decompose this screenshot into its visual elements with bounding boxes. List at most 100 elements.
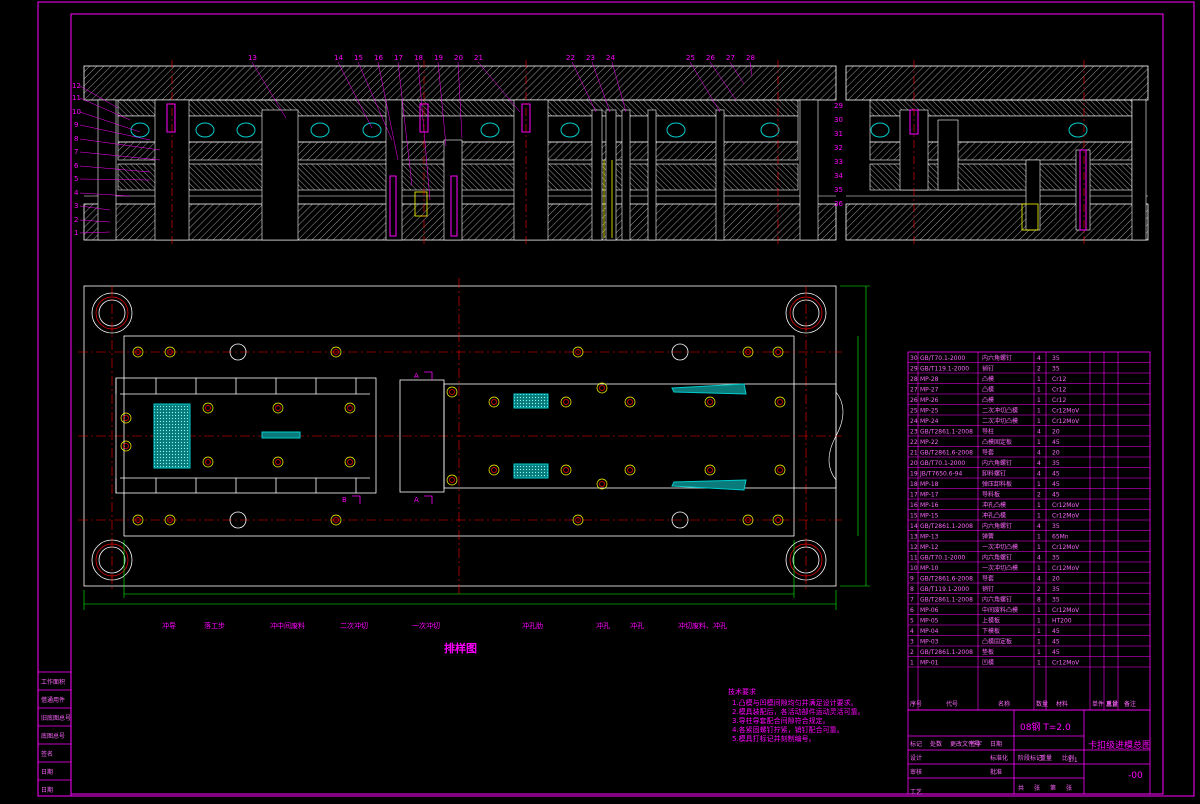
sign-role-cell: 标准化 <box>990 754 1008 762</box>
station-label-7: 冲孔 <box>596 621 610 630</box>
bom-cell-qty: 4 <box>1037 429 1041 436</box>
bom-cell-no: 20 <box>910 460 918 467</box>
strip-layout-title: 排样图 <box>444 641 477 655</box>
side-label-4: 底图总号 <box>41 732 65 740</box>
tech-note-5: 5.模具打标记并刻制编号。 <box>732 734 816 743</box>
bom-header-cell: 数量 <box>1036 700 1048 708</box>
bom-cell-no: 21 <box>910 450 918 457</box>
dowel-hole <box>671 511 689 529</box>
station-label-1: 冲导 <box>162 621 176 630</box>
bom-cell-no: 15 <box>910 513 918 520</box>
svg-text:3: 3 <box>74 202 78 210</box>
bom-cell-code: GB/T2861.1-2008 <box>920 429 973 436</box>
screw-hole <box>572 346 584 358</box>
svg-text:13: 13 <box>248 54 257 62</box>
bom-cell-material: 35 <box>1052 355 1060 362</box>
screw-hole <box>742 514 754 526</box>
bom-cell-no: 6 <box>910 607 914 614</box>
sign-role-cell: 批准 <box>990 768 1002 776</box>
tech-note-2: 2.模具装配后，各活动部件运动灵活可靠。 <box>732 707 865 716</box>
screw-hole <box>330 346 342 358</box>
bom-cell-material: 20 <box>1052 450 1060 457</box>
dowel-hole <box>229 511 247 529</box>
drawing-number: -00 <box>1128 771 1143 781</box>
side-label-6: 日期 <box>41 768 53 776</box>
side-label-7: 日期 <box>41 786 53 794</box>
svg-text:14: 14 <box>334 54 343 62</box>
svg-text:7: 7 <box>74 148 78 156</box>
bom-cell-qty: 2 <box>1037 492 1041 499</box>
svg-text:22: 22 <box>566 54 575 62</box>
svg-text:9: 9 <box>74 121 78 129</box>
bom-cell-qty: 1 <box>1037 502 1041 509</box>
bom-cell-no: 17 <box>910 492 918 499</box>
bom-cell-no: 25 <box>910 408 918 415</box>
bom-cell-qty: 1 <box>1037 534 1041 541</box>
side-label-2: 借通用件 <box>41 696 65 704</box>
bom-cell-no: 22 <box>910 439 918 446</box>
bom-cell-no: 29 <box>910 366 918 373</box>
screw-hole <box>774 464 786 476</box>
station-label-9: 冲切废料、冲孔 <box>678 621 727 630</box>
station-label-8: 冲孔 <box>630 621 644 630</box>
bom-cell-qty: 2 <box>1037 586 1041 593</box>
bom-header-cell: 重量 <box>1106 700 1118 708</box>
bom-cell-code: MP-13 <box>920 534 939 541</box>
bom-cell-no: 18 <box>910 481 918 488</box>
screw-hole <box>624 396 636 408</box>
bom-cell-material: 45 <box>1052 628 1060 635</box>
sheet-cell: 共 <box>1018 784 1024 792</box>
bom-cell-material: 35 <box>1052 586 1060 593</box>
bom-cell-qty: 1 <box>1037 618 1041 625</box>
bom-cell-material: 45 <box>1052 639 1060 646</box>
side-label-3: 旧底图总号 <box>41 714 71 722</box>
bom-cell-qty: 4 <box>1037 460 1041 467</box>
bom-header-cell: 材料 <box>1056 700 1068 708</box>
bom-cell-qty: 4 <box>1037 471 1041 478</box>
bom-cell-code: MP-10 <box>920 565 939 572</box>
station-label-6: 冲孔肋 <box>522 621 543 630</box>
svg-text:23: 23 <box>586 54 595 62</box>
sign-header-cell: 日期 <box>990 740 1002 748</box>
screw-hole <box>330 514 342 526</box>
tech-note-1: 1.凸模与凹模间隙均匀并满足设计要求。 <box>732 698 858 707</box>
inner-frame <box>70 13 1164 795</box>
svg-text:4: 4 <box>74 189 79 197</box>
bom-header-cell: 单件 <box>1092 700 1104 708</box>
title-block <box>907 709 1151 795</box>
bom-cell-name: 内六角螺钉 <box>982 596 1012 604</box>
svg-text:16: 16 <box>374 54 383 62</box>
svg-text:34: 34 <box>834 172 843 180</box>
bom-cell-qty: 4 <box>1037 523 1041 530</box>
svg-text:33: 33 <box>834 158 843 166</box>
bom-cell-material: 45 <box>1052 481 1060 488</box>
station-label-4: 二次冲切 <box>340 621 368 630</box>
bom-cell-code: GB/T70.1-2000 <box>920 555 965 562</box>
svg-text:1: 1 <box>74 229 78 237</box>
bom-cell-no: 9 <box>910 576 914 583</box>
bom-cell-material: 35 <box>1052 597 1060 604</box>
bom-cell-no: 16 <box>910 502 918 509</box>
screw-hole <box>742 346 754 358</box>
station-label-2: 落工步 <box>204 621 225 630</box>
bom-cell-qty: 1 <box>1037 513 1041 520</box>
bom-cell-code: MP-06 <box>920 607 939 614</box>
bom-cell-name: 内六角螺钉 <box>982 522 1012 530</box>
screw-hole <box>202 402 214 414</box>
bom-cell-name: 内六角螺钉 <box>982 554 1012 562</box>
screw-hole <box>624 464 636 476</box>
bom-cell-no: 7 <box>910 597 914 604</box>
bom-cell-name: 卸料螺钉 <box>982 470 1006 478</box>
bom-cell-name: 冲孔凸模 <box>982 501 1006 509</box>
bom-cell-name: 内六角螺钉 <box>982 354 1012 362</box>
